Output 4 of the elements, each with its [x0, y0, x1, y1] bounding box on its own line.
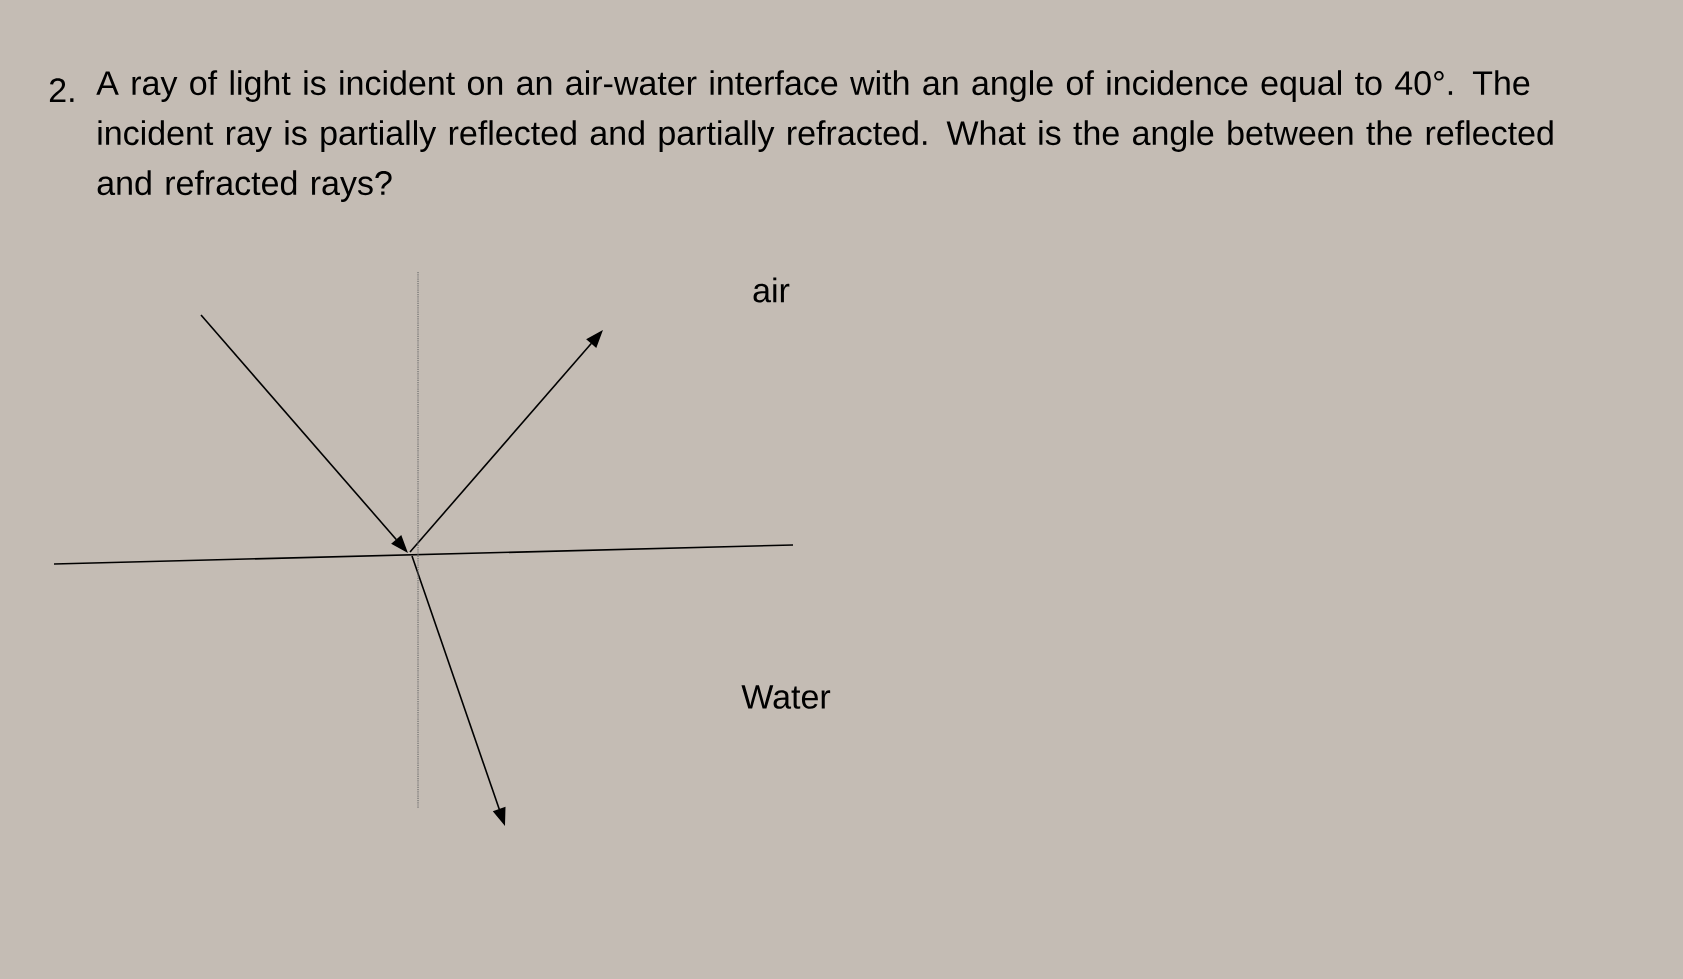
medium-label: air: [753, 277, 790, 303]
question-text: A ray of light is incident on an air-water interface with an angle of incidence equal to 40°. The incident ray is partially reflected and partially refracted. What is the angle between the reflected and refracted rays?: [96, 70, 1553, 202]
question-number: 2.: [49, 78, 74, 102]
medium-label: Water: [741, 685, 831, 709]
